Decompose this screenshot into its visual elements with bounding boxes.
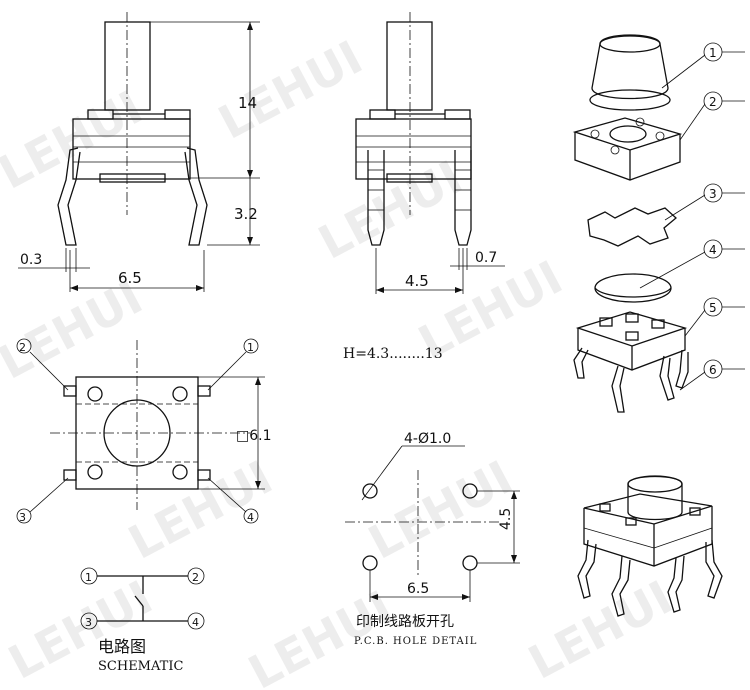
pcb-title-en: P.C.B. HOLE DETAIL <box>354 636 477 647</box>
assembled-view <box>577 475 723 617</box>
pcb-title-cn: 印制线路板开孔 <box>356 614 454 630</box>
watermark: LEHUI <box>520 570 681 690</box>
plunger-shape <box>386 21 433 111</box>
part-label-4: 4 <box>709 243 717 257</box>
pcb-hole-detail: 4-Ø1.0 4.5 6.5 印制线路板开孔 P.C.B. HOLE DETAI… <box>345 431 520 647</box>
top-view: 2 1 3 4 □6.1 <box>16 338 272 524</box>
dim-width-4-5: 4.5 <box>405 272 429 290</box>
watermark: LEHUI <box>120 450 281 570</box>
part-label-3: 3 <box>709 187 717 201</box>
front-view: 14 3.2 0.3 6.5 <box>18 12 260 292</box>
pin-label-2: 2 <box>19 341 26 354</box>
exploded-view: 1 2 3 4 5 <box>572 34 745 413</box>
schematic-node-2: 2 <box>192 571 199 584</box>
dim-width-6-5: 6.5 <box>118 269 142 287</box>
schematic-title-cn: 电路图 <box>98 637 146 656</box>
pin-label-4: 4 <box>247 511 254 524</box>
dim-height-3-2: 3.2 <box>234 205 258 223</box>
height-range-label: H=4.3........13 <box>343 346 443 362</box>
plunger-shape <box>104 21 151 111</box>
dim-hole-spacing-4-5: 4.5 <box>498 508 514 530</box>
part-label-5: 5 <box>709 301 717 315</box>
pin-label-3: 3 <box>19 511 26 524</box>
pin-label-1: 1 <box>247 341 254 354</box>
part-label-1: 1 <box>709 46 717 60</box>
schematic-node-4: 4 <box>192 616 199 629</box>
part-label-2: 2 <box>709 95 717 109</box>
watermark-layer: LEHUI LEHUI LEHUI LEHUI LEHUI LEHUI LEHU… <box>0 30 681 690</box>
schematic-title-en: SCHEMATIC <box>98 659 183 674</box>
watermark: LEHUI <box>360 450 521 570</box>
body-shape <box>75 376 199 490</box>
dim-body-6-1: □6.1 <box>236 428 272 444</box>
watermark: LEHUI <box>310 150 471 270</box>
schematic-node-3: 3 <box>85 616 92 629</box>
dim-lead-0-7: 0.7 <box>475 250 497 266</box>
dim-height-14: 14 <box>238 94 257 112</box>
side-view: 4.5 0.7 <box>355 12 505 294</box>
dim-hole-spacing-6-5: 6.5 <box>407 581 429 597</box>
dim-hole-diameter: 4-Ø1.0 <box>404 431 451 447</box>
watermark: LEHUI <box>210 30 371 150</box>
schematic: 1 2 3 4 电路图 SCHEMATIC <box>80 567 205 674</box>
dim-lead-0-3: 0.3 <box>20 252 42 268</box>
part-label-6: 6 <box>709 363 717 377</box>
body-shape <box>355 118 472 180</box>
schematic-node-1: 1 <box>85 571 92 584</box>
